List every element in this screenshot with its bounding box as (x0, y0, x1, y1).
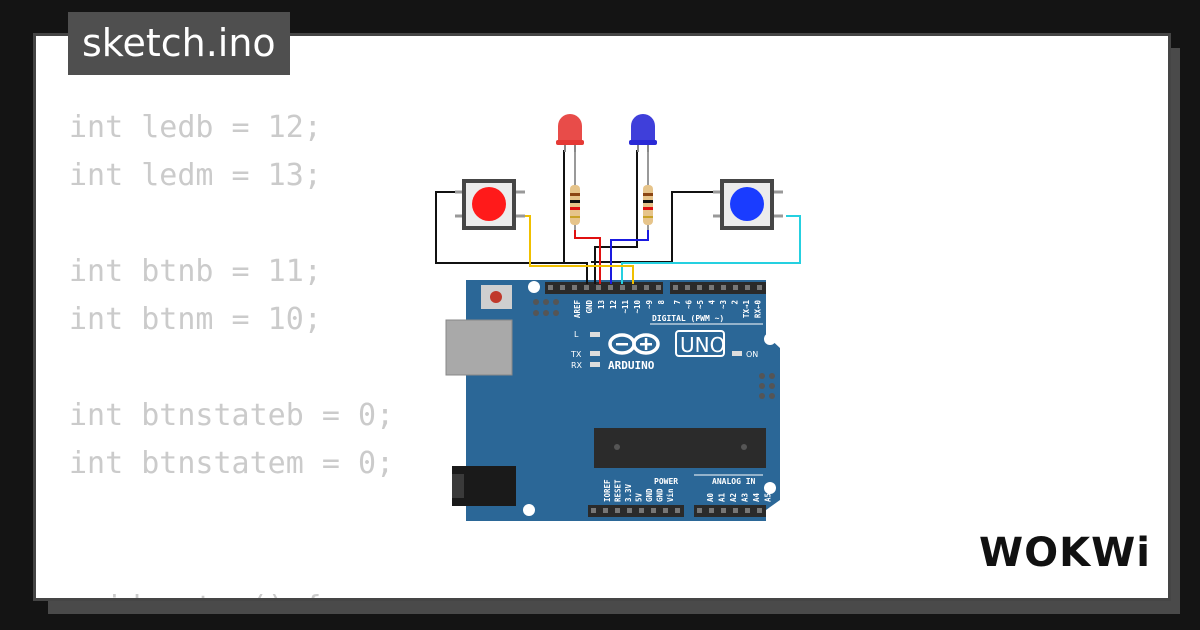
on-label: ON (746, 350, 758, 359)
pin-label: 13 (597, 300, 606, 310)
pin-label: ~3 (719, 300, 728, 310)
pin-label: ~5 (696, 300, 705, 309)
code-line (69, 200, 394, 248)
pin-label: RX←0 (754, 300, 763, 319)
resistor-blue-led[interactable] (643, 150, 653, 230)
pin-label: A2 (729, 493, 738, 502)
code-line: int btnb = 11; (69, 254, 322, 289)
digital-header-label: DIGITAL (PWM ~) (652, 314, 724, 323)
pushbutton-red[interactable] (455, 179, 525, 230)
wire-red (574, 228, 601, 284)
code-line (69, 536, 394, 584)
code-preview: int ledb = 12; int ledm = 13; int btnb = 1… (69, 104, 395, 598)
pin-label: A1 (718, 492, 727, 502)
led-label-tx: TX (570, 350, 582, 359)
led-red[interactable] (556, 114, 584, 152)
pin-label: Vin (666, 488, 675, 502)
pin-label: 3.3V (624, 483, 633, 502)
led-blue[interactable] (629, 114, 657, 152)
power-header-label: POWER (654, 477, 678, 486)
pin-label: ~9 (645, 300, 654, 310)
code-line: int ledm = 13; (69, 158, 322, 193)
analog-header-label: ANALOG IN (712, 477, 756, 486)
circuit-diagram: L TX RX ON UNO ARDUINO DIGITAL (PWM ~) A… (435, 114, 801, 521)
digital-header-right[interactable] (670, 282, 766, 294)
pin-label: A5 (764, 493, 773, 502)
resistor-red-led[interactable] (570, 150, 580, 230)
wire-black-left (435, 191, 588, 284)
pin-label: A0 (706, 492, 715, 502)
pushbutton-blue[interactable] (713, 179, 783, 230)
pin-label: AREF (573, 300, 582, 319)
pin-label: ~11 (621, 300, 630, 314)
pin-label: ~10 (633, 300, 642, 314)
pin-label: IOREF (603, 479, 612, 502)
pin-label: RESET (614, 479, 623, 502)
wire-yellow (516, 215, 634, 284)
pin-label: A4 (752, 492, 761, 502)
arduino-uno-board[interactable]: L TX RX ON UNO ARDUINO DIGITAL (PWM ~) A… (445, 280, 780, 521)
led-label-l: L (574, 330, 579, 339)
pin-label: 4 (708, 300, 717, 305)
power-header[interactable] (588, 505, 684, 517)
pin-label: GND (585, 300, 594, 314)
uno-logo-text: UNO (680, 333, 725, 357)
pin-label: 12 (609, 300, 618, 309)
pin-label: 2 (731, 300, 740, 305)
header-holes (548, 285, 762, 513)
wokwi-logo[interactable]: WOKWi (975, 526, 1150, 576)
atmega-chip (594, 428, 766, 468)
pin-label: ~6 (685, 300, 694, 310)
analog-header[interactable] (694, 505, 766, 517)
wire-blue (610, 228, 649, 284)
pin-label: 8 (657, 300, 666, 305)
arduino-brand-text: ARDUINO (608, 359, 655, 372)
code-line (69, 488, 394, 536)
code-line (69, 344, 394, 392)
led-label-rx: RX (571, 361, 583, 370)
file-name: sketch.ino (82, 21, 276, 65)
pin-label: A3 (741, 492, 750, 502)
code-line: int btnstatem = 0; (69, 446, 395, 481)
wires (435, 150, 801, 284)
code-line: int btnstateb = 0; (69, 398, 395, 433)
pin-label: TX→1 (742, 300, 751, 319)
wokwi-logo-text: WOKWi (979, 530, 1150, 576)
pin-label: GND (645, 488, 654, 502)
pin-label: 5V (635, 492, 644, 502)
file-title-tab[interactable]: sketch.ino (68, 12, 290, 75)
code-line: int btnm = 10; (69, 302, 322, 337)
code-line: int ledb = 12; (69, 110, 322, 145)
pin-label: 7 (673, 300, 682, 305)
code-line: void setup() { (69, 584, 394, 598)
arduino-infinity-icon (608, 333, 660, 355)
wire-cyan (621, 215, 801, 284)
pin-label: GND (656, 488, 665, 502)
